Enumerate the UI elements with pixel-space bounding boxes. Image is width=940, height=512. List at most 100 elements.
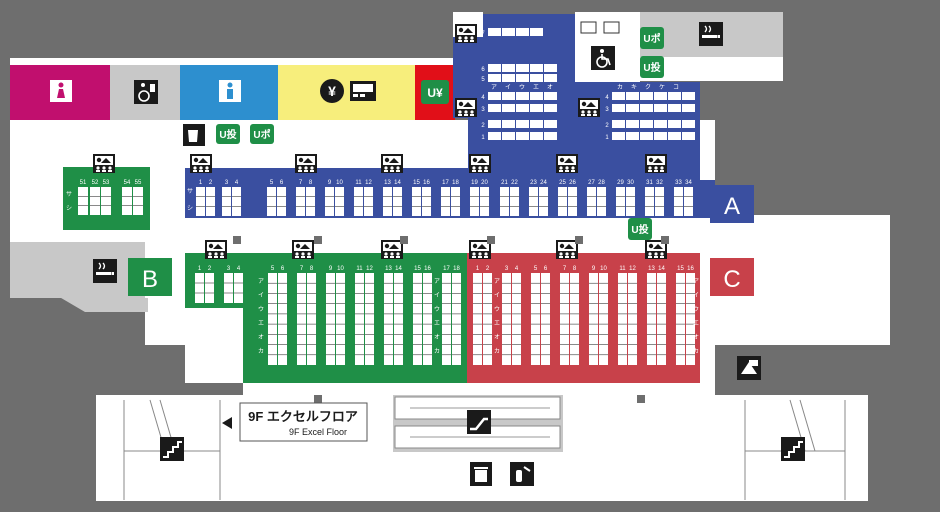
seat[interactable] (654, 104, 667, 112)
seat-column[interactable] (470, 187, 479, 216)
seat[interactable] (530, 132, 543, 140)
seat-column[interactable] (451, 187, 460, 216)
seat[interactable] (626, 92, 639, 100)
seat[interactable] (612, 104, 625, 112)
seat-column[interactable] (90, 187, 100, 215)
seat[interactable] (516, 132, 529, 140)
seat-column[interactable] (268, 273, 277, 365)
seat-column[interactable] (541, 273, 550, 365)
seat-column[interactable] (483, 273, 492, 365)
seat-column[interactable] (422, 187, 431, 216)
seat[interactable] (502, 64, 515, 72)
seat-column[interactable] (296, 187, 305, 216)
seat-column[interactable] (531, 273, 540, 365)
seat[interactable] (640, 120, 653, 128)
seat-column[interactable] (529, 187, 538, 216)
seat-column[interactable] (674, 187, 683, 216)
seat[interactable] (544, 92, 557, 100)
seat[interactable] (502, 132, 515, 140)
seat[interactable] (516, 92, 529, 100)
seat-column[interactable] (618, 273, 627, 365)
seat[interactable] (502, 74, 515, 82)
seat-column[interactable] (684, 187, 693, 216)
seat[interactable] (626, 120, 639, 128)
seat[interactable] (612, 120, 625, 128)
seat-column[interactable] (558, 187, 567, 216)
seat[interactable] (654, 132, 667, 140)
seat-column[interactable] (394, 273, 403, 365)
seat[interactable] (530, 92, 543, 100)
seat[interactable] (626, 132, 639, 140)
seat-column[interactable] (647, 273, 656, 365)
seat-column[interactable] (196, 187, 205, 216)
seat[interactable] (488, 132, 501, 140)
seat[interactable] (530, 120, 543, 128)
seat-column[interactable] (560, 273, 569, 365)
seat[interactable] (516, 28, 529, 36)
seat-column[interactable] (442, 273, 451, 365)
section-a-marker[interactable]: A (710, 185, 754, 223)
seat-column[interactable] (473, 273, 482, 365)
seat-column[interactable] (616, 187, 625, 216)
seat[interactable] (544, 132, 557, 140)
seat-column[interactable] (232, 187, 241, 216)
seat[interactable] (502, 104, 515, 112)
seat-column[interactable] (336, 273, 345, 365)
seat-column[interactable] (101, 187, 111, 215)
seat[interactable] (668, 120, 681, 128)
seat-column[interactable] (510, 187, 519, 216)
seat[interactable] (682, 120, 695, 128)
seat-column[interactable] (657, 273, 666, 365)
seat-column[interactable] (423, 273, 432, 365)
seat[interactable] (516, 104, 529, 112)
seat[interactable] (516, 74, 529, 82)
seat[interactable] (516, 120, 529, 128)
seat[interactable] (488, 74, 501, 82)
seat-column[interactable] (206, 187, 215, 216)
seat-column[interactable] (413, 273, 422, 365)
seat-column[interactable] (326, 273, 335, 365)
seat[interactable] (654, 120, 667, 128)
section-c-marker[interactable]: C (710, 258, 754, 296)
seat-column[interactable] (597, 187, 606, 216)
seat-column[interactable] (452, 273, 461, 365)
seat-column[interactable] (512, 273, 521, 365)
seat[interactable] (488, 28, 501, 36)
seat-column[interactable] (589, 273, 598, 365)
seat-column[interactable] (480, 187, 489, 216)
seat-column[interactable] (195, 273, 204, 303)
seat-column[interactable] (628, 273, 637, 365)
seat-column[interactable] (393, 187, 402, 216)
seat[interactable] (640, 132, 653, 140)
seat[interactable] (668, 132, 681, 140)
seat[interactable] (488, 104, 501, 112)
seat-column[interactable] (277, 187, 286, 216)
seat[interactable] (530, 28, 543, 36)
seat[interactable] (488, 120, 501, 128)
seat[interactable] (530, 64, 543, 72)
seat-column[interactable] (297, 273, 306, 365)
seat[interactable] (612, 132, 625, 140)
seat-column[interactable] (502, 273, 511, 365)
seat-column[interactable] (384, 273, 393, 365)
seat-column[interactable] (205, 273, 214, 303)
seat-column[interactable] (412, 187, 421, 216)
seat[interactable] (544, 104, 557, 112)
seat[interactable] (502, 92, 515, 100)
seat[interactable] (544, 74, 557, 82)
seat[interactable] (626, 104, 639, 112)
seat[interactable] (640, 104, 653, 112)
seat-column[interactable] (383, 187, 392, 216)
seat-column[interactable] (686, 273, 695, 365)
seat-column[interactable] (335, 187, 344, 216)
seat[interactable] (530, 74, 543, 82)
seat-column[interactable] (599, 273, 608, 365)
seat-column[interactable] (267, 187, 276, 216)
seat-column[interactable] (307, 273, 316, 365)
seat[interactable] (682, 92, 695, 100)
seat-column[interactable] (587, 187, 596, 216)
seat[interactable] (682, 104, 695, 112)
seat-column[interactable] (355, 273, 364, 365)
seat-column[interactable] (325, 187, 334, 216)
seat[interactable] (488, 64, 501, 72)
